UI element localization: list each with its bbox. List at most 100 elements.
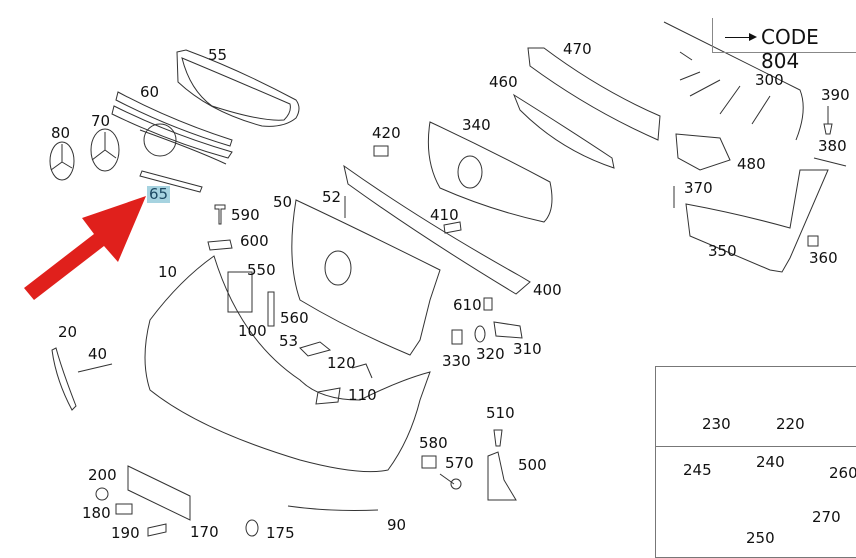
part-380-strip <box>813 157 847 167</box>
part-label-500[interactable]: 500 <box>518 456 547 474</box>
part-460-absorber <box>512 93 615 169</box>
part-label-245[interactable]: 245 <box>683 461 712 479</box>
part-610-clip <box>483 297 493 311</box>
part-580-nut <box>421 455 437 469</box>
part-390-rivet <box>823 106 833 135</box>
inset-drl-assembly <box>655 446 856 558</box>
part-label-320[interactable]: 320 <box>476 345 505 363</box>
part-label-80[interactable]: 80 <box>51 124 71 142</box>
part-label-300[interactable]: 300 <box>755 71 784 89</box>
part-label-560[interactable]: 560 <box>280 309 309 327</box>
part-label-220[interactable]: 220 <box>776 415 805 433</box>
part-label-180[interactable]: 180 <box>82 504 111 522</box>
part-label-20[interactable]: 20 <box>58 323 78 341</box>
part-label-350[interactable]: 350 <box>708 242 737 260</box>
part-410-bolt <box>443 221 462 234</box>
part-40-rod <box>77 363 113 373</box>
part-55-grille-frame <box>176 49 300 127</box>
part-20-trim <box>51 347 77 411</box>
part-label-550[interactable]: 550 <box>247 261 276 279</box>
part-label-120[interactable]: 120 <box>327 354 356 372</box>
part-10-bumper-cover <box>144 255 431 473</box>
part-label-420[interactable]: 420 <box>372 124 401 142</box>
part-label-330[interactable]: 330 <box>442 352 471 370</box>
part-360-bushing <box>807 235 819 247</box>
part-label-200[interactable]: 200 <box>88 466 117 484</box>
part-label-110[interactable]: 110 <box>348 386 377 404</box>
part-480-bracket <box>675 133 731 171</box>
part-label-270[interactable]: 270 <box>812 508 841 526</box>
part-label-340[interactable]: 340 <box>462 116 491 134</box>
part-340-grille <box>427 121 553 223</box>
part-label-610[interactable]: 610 <box>453 296 482 314</box>
part-190-bolt <box>147 523 167 537</box>
part-110-cover <box>315 387 341 405</box>
part-300-harness <box>663 21 804 141</box>
part-label-590[interactable]: 590 <box>231 206 260 224</box>
part-label-50[interactable]: 50 <box>273 193 293 211</box>
part-label-170[interactable]: 170 <box>190 523 219 541</box>
part-510-rivet <box>493 429 503 447</box>
part-350-bracket <box>685 169 829 273</box>
part-label-400[interactable]: 400 <box>533 281 562 299</box>
part-60-emblem-ring <box>143 123 177 157</box>
part-560-bracket <box>267 291 275 327</box>
code-note-box: CODE 804 <box>712 18 856 73</box>
part-200-clip <box>95 487 109 501</box>
part-label-460[interactable]: 460 <box>489 73 518 91</box>
part-120-wiring <box>351 363 373 379</box>
part-80-emblem <box>49 141 75 181</box>
part-60-grille-bars <box>111 91 233 165</box>
part-label-240[interactable]: 240 <box>756 453 785 471</box>
red-pointer-arrow-icon <box>24 196 146 300</box>
part-label-470[interactable]: 470 <box>563 40 592 58</box>
inset-fog-lamp-grille <box>655 366 856 448</box>
part-label-10[interactable]: 10 <box>158 263 178 281</box>
part-label-310[interactable]: 310 <box>513 340 542 358</box>
part-600-clip <box>207 239 233 251</box>
part-label-40[interactable]: 40 <box>88 345 108 363</box>
part-label-55[interactable]: 55 <box>208 46 228 64</box>
part-320-ring <box>474 325 486 343</box>
part-label-570[interactable]: 570 <box>445 454 474 472</box>
part-590-screw <box>214 204 226 225</box>
part-label-90[interactable]: 90 <box>387 516 407 534</box>
part-65-trim-strip <box>139 170 203 193</box>
part-label-100[interactable]: 100 <box>238 322 267 340</box>
part-500-bracket <box>487 451 517 501</box>
part-53-cover <box>299 341 332 357</box>
part-label-380[interactable]: 380 <box>818 137 847 155</box>
part-50-mesh-grille <box>291 199 441 356</box>
part-label-250[interactable]: 250 <box>746 529 775 547</box>
part-310-sensor <box>493 321 523 339</box>
code-note: CODE 804 <box>761 25 819 73</box>
part-330-holder <box>451 329 463 345</box>
part-label-175[interactable]: 175 <box>266 524 295 542</box>
part-175-clip <box>245 519 259 537</box>
part-label-360[interactable]: 360 <box>809 249 838 267</box>
part-550-module <box>227 271 253 313</box>
part-label-60[interactable]: 60 <box>140 83 160 101</box>
part-label-52[interactable]: 52 <box>322 188 342 206</box>
part-70-emblem <box>90 128 120 172</box>
part-label-600[interactable]: 600 <box>240 232 269 250</box>
part-570-bolt <box>439 473 455 485</box>
part-label-410[interactable]: 410 <box>430 206 459 224</box>
part-label-230[interactable]: 230 <box>702 415 731 433</box>
part-label-370[interactable]: 370 <box>684 179 713 197</box>
part-400-bracket <box>343 164 531 295</box>
part-label-65-highlighted[interactable]: 65 <box>147 185 171 203</box>
part-420-bushing <box>373 145 389 157</box>
part-label-580[interactable]: 580 <box>419 434 448 452</box>
part-label-480[interactable]: 480 <box>737 155 766 173</box>
arrow-right-icon <box>725 33 757 41</box>
part-label-70[interactable]: 70 <box>91 112 111 130</box>
part-label-260[interactable]: 260 <box>829 464 856 482</box>
part-label-510[interactable]: 510 <box>486 404 515 422</box>
part-170-plate <box>127 465 191 521</box>
part-label-53[interactable]: 53 <box>279 332 299 350</box>
part-label-190[interactable]: 190 <box>111 524 140 542</box>
part-label-390[interactable]: 390 <box>821 86 850 104</box>
part-90-strip <box>287 505 379 511</box>
